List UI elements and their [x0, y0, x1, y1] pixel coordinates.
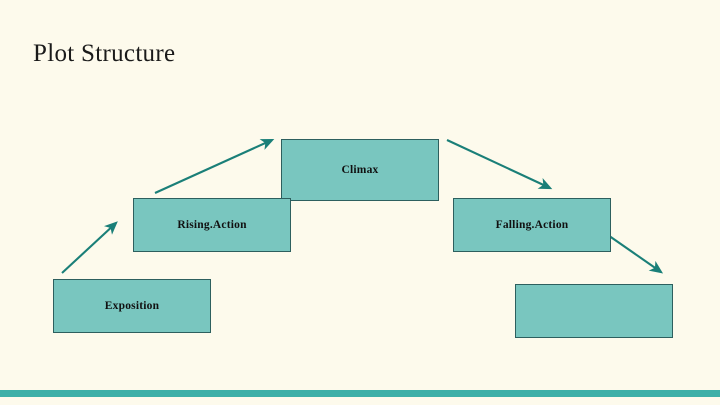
arrow-exposition-to-rising	[61, 221, 118, 274]
diagram-box-resolution[interactable]	[515, 284, 673, 338]
arrow-rising-to-climax	[154, 138, 275, 194]
diagram-box-rising-action[interactable]: Rising.Action	[133, 198, 291, 252]
diagram-box-label: Climax	[341, 164, 379, 176]
footer-accent-bar	[0, 390, 720, 397]
diagram-box-label: Falling.Action	[495, 219, 569, 231]
diagram-box-falling-action[interactable]: Falling.Action	[453, 198, 611, 252]
diagram-box-label: Rising.Action	[177, 219, 247, 231]
diagram-box-label: Exposition	[104, 300, 160, 312]
page-title: Plot Structure	[33, 40, 176, 67]
arrow-climax-to-falling	[446, 139, 553, 190]
diagram-box-exposition[interactable]: Exposition	[53, 279, 211, 333]
arrow-falling-to-resolution	[604, 232, 664, 274]
diagram-box-climax[interactable]: Climax	[281, 139, 439, 201]
